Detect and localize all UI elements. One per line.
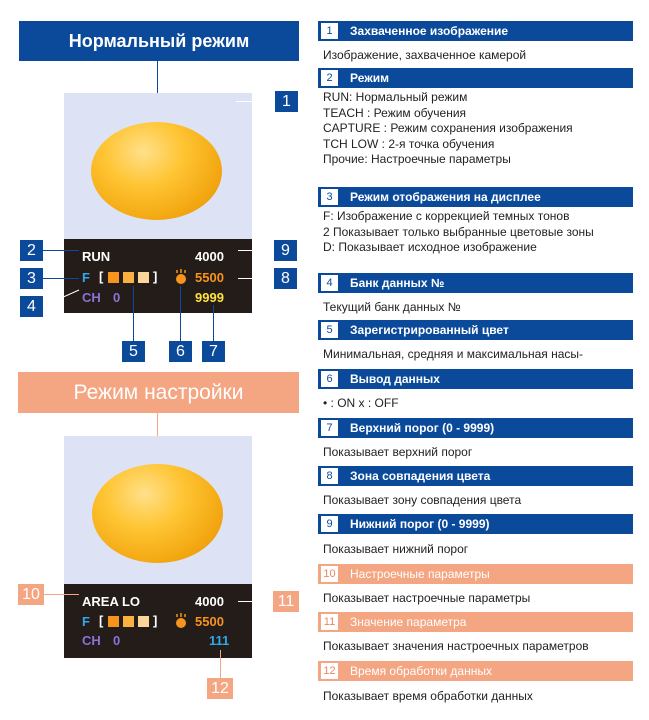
callout-6: 6: [169, 341, 192, 362]
color-mid-swatch: [123, 616, 134, 627]
color-max-swatch: [138, 616, 149, 627]
callout-line: [180, 286, 181, 341]
callout-4: 4: [20, 296, 43, 317]
color-min-swatch: [108, 616, 119, 627]
display-mode-text: F: [82, 614, 90, 629]
output-indicator-icon: [174, 613, 188, 629]
callout-2: 2: [20, 240, 43, 261]
bracket-close: ]: [153, 269, 158, 284]
bank-number: 0: [113, 633, 121, 648]
callout-line: [236, 101, 275, 102]
connector-line: [157, 61, 158, 93]
display-panel: RUN 4000 F [ ] 5500 CH 0 9999: [64, 239, 252, 313]
processing-time-value: 111: [209, 633, 230, 648]
callout-line: [238, 250, 274, 251]
callout-7: 7: [202, 341, 225, 362]
normal-mode-title: Нормальный режим: [68, 31, 250, 51]
callout-line: [238, 278, 274, 279]
color-zone-value: 5500: [195, 270, 224, 285]
legend-desc-3: F: Изображение с коррекцией темных тонов…: [323, 209, 594, 254]
legend-desc-9: Показывает нижний порог: [323, 542, 469, 556]
callout-line: [238, 601, 273, 602]
bracket-open: [: [99, 613, 104, 628]
captured-image-setup: [64, 436, 252, 584]
callout-12: 12: [207, 678, 233, 699]
normal-mode-banner: Нормальный режим: [19, 21, 299, 61]
legend-desc-5: Минимальная, средняя и максимальная насы…: [323, 347, 583, 361]
color-mid-swatch: [123, 272, 134, 283]
callout-line: [133, 286, 134, 341]
legend-desc-8: Показывает зону совпадения цвета: [323, 493, 522, 507]
callout-5: 5: [122, 341, 145, 362]
display-panel-setup: AREA LO 4000 F [ ] 5500 CH 0 111: [64, 584, 252, 658]
callout-8: 8: [274, 268, 297, 289]
legend-desc-12: Показывает время обработки данных: [323, 689, 533, 703]
callout-9: 9: [274, 240, 297, 261]
bracket-close: ]: [153, 613, 158, 628]
color-max-swatch: [138, 272, 149, 283]
setup-mode-banner: Режим настройки: [18, 372, 299, 413]
callout-11: 11: [273, 591, 299, 612]
target-object: [92, 464, 223, 563]
upper-threshold-value: 9999: [195, 290, 224, 305]
legend-desc-10: Показывает настроечные параметры: [323, 591, 531, 605]
bank-label: CH: [82, 633, 101, 648]
callout-line: [43, 250, 79, 251]
bank-number: 0: [113, 290, 121, 305]
callout-1: 1: [275, 91, 298, 112]
lower-threshold-value: 4000: [195, 249, 224, 264]
output-indicator-icon: [174, 269, 188, 285]
setup-mode-title: Режим настройки: [73, 381, 244, 404]
callout-10: 10: [18, 584, 44, 605]
connector-line: [157, 413, 158, 436]
callout-3: 3: [20, 268, 43, 289]
callout-line: [220, 650, 221, 678]
color-zone-value: 5500: [195, 614, 224, 629]
param-name-text: AREA LO: [82, 594, 141, 609]
callout-line: [43, 289, 80, 307]
bank-label: CH: [82, 290, 101, 305]
display-mode-text: F: [82, 270, 90, 285]
legend-desc-4: Текущий банк данных №: [323, 300, 461, 314]
legend-desc-1: Изображение, захваченное камерой: [323, 48, 527, 62]
param-value-text: 4000: [195, 594, 224, 609]
mode-text: RUN: [82, 249, 111, 264]
color-min-swatch: [108, 272, 119, 283]
target-object: [91, 122, 222, 220]
captured-image: [64, 93, 252, 239]
legend-desc-11: Показывает значения настроечных параметр…: [323, 639, 589, 653]
legend-desc-7: Показывает верхний порог: [323, 445, 473, 459]
bracket-open: [: [99, 269, 104, 284]
callout-line: [43, 278, 79, 279]
callout-line: [213, 305, 214, 341]
callout-line: [44, 594, 79, 595]
legend-desc-6: • : ON x : OFF: [323, 396, 399, 410]
